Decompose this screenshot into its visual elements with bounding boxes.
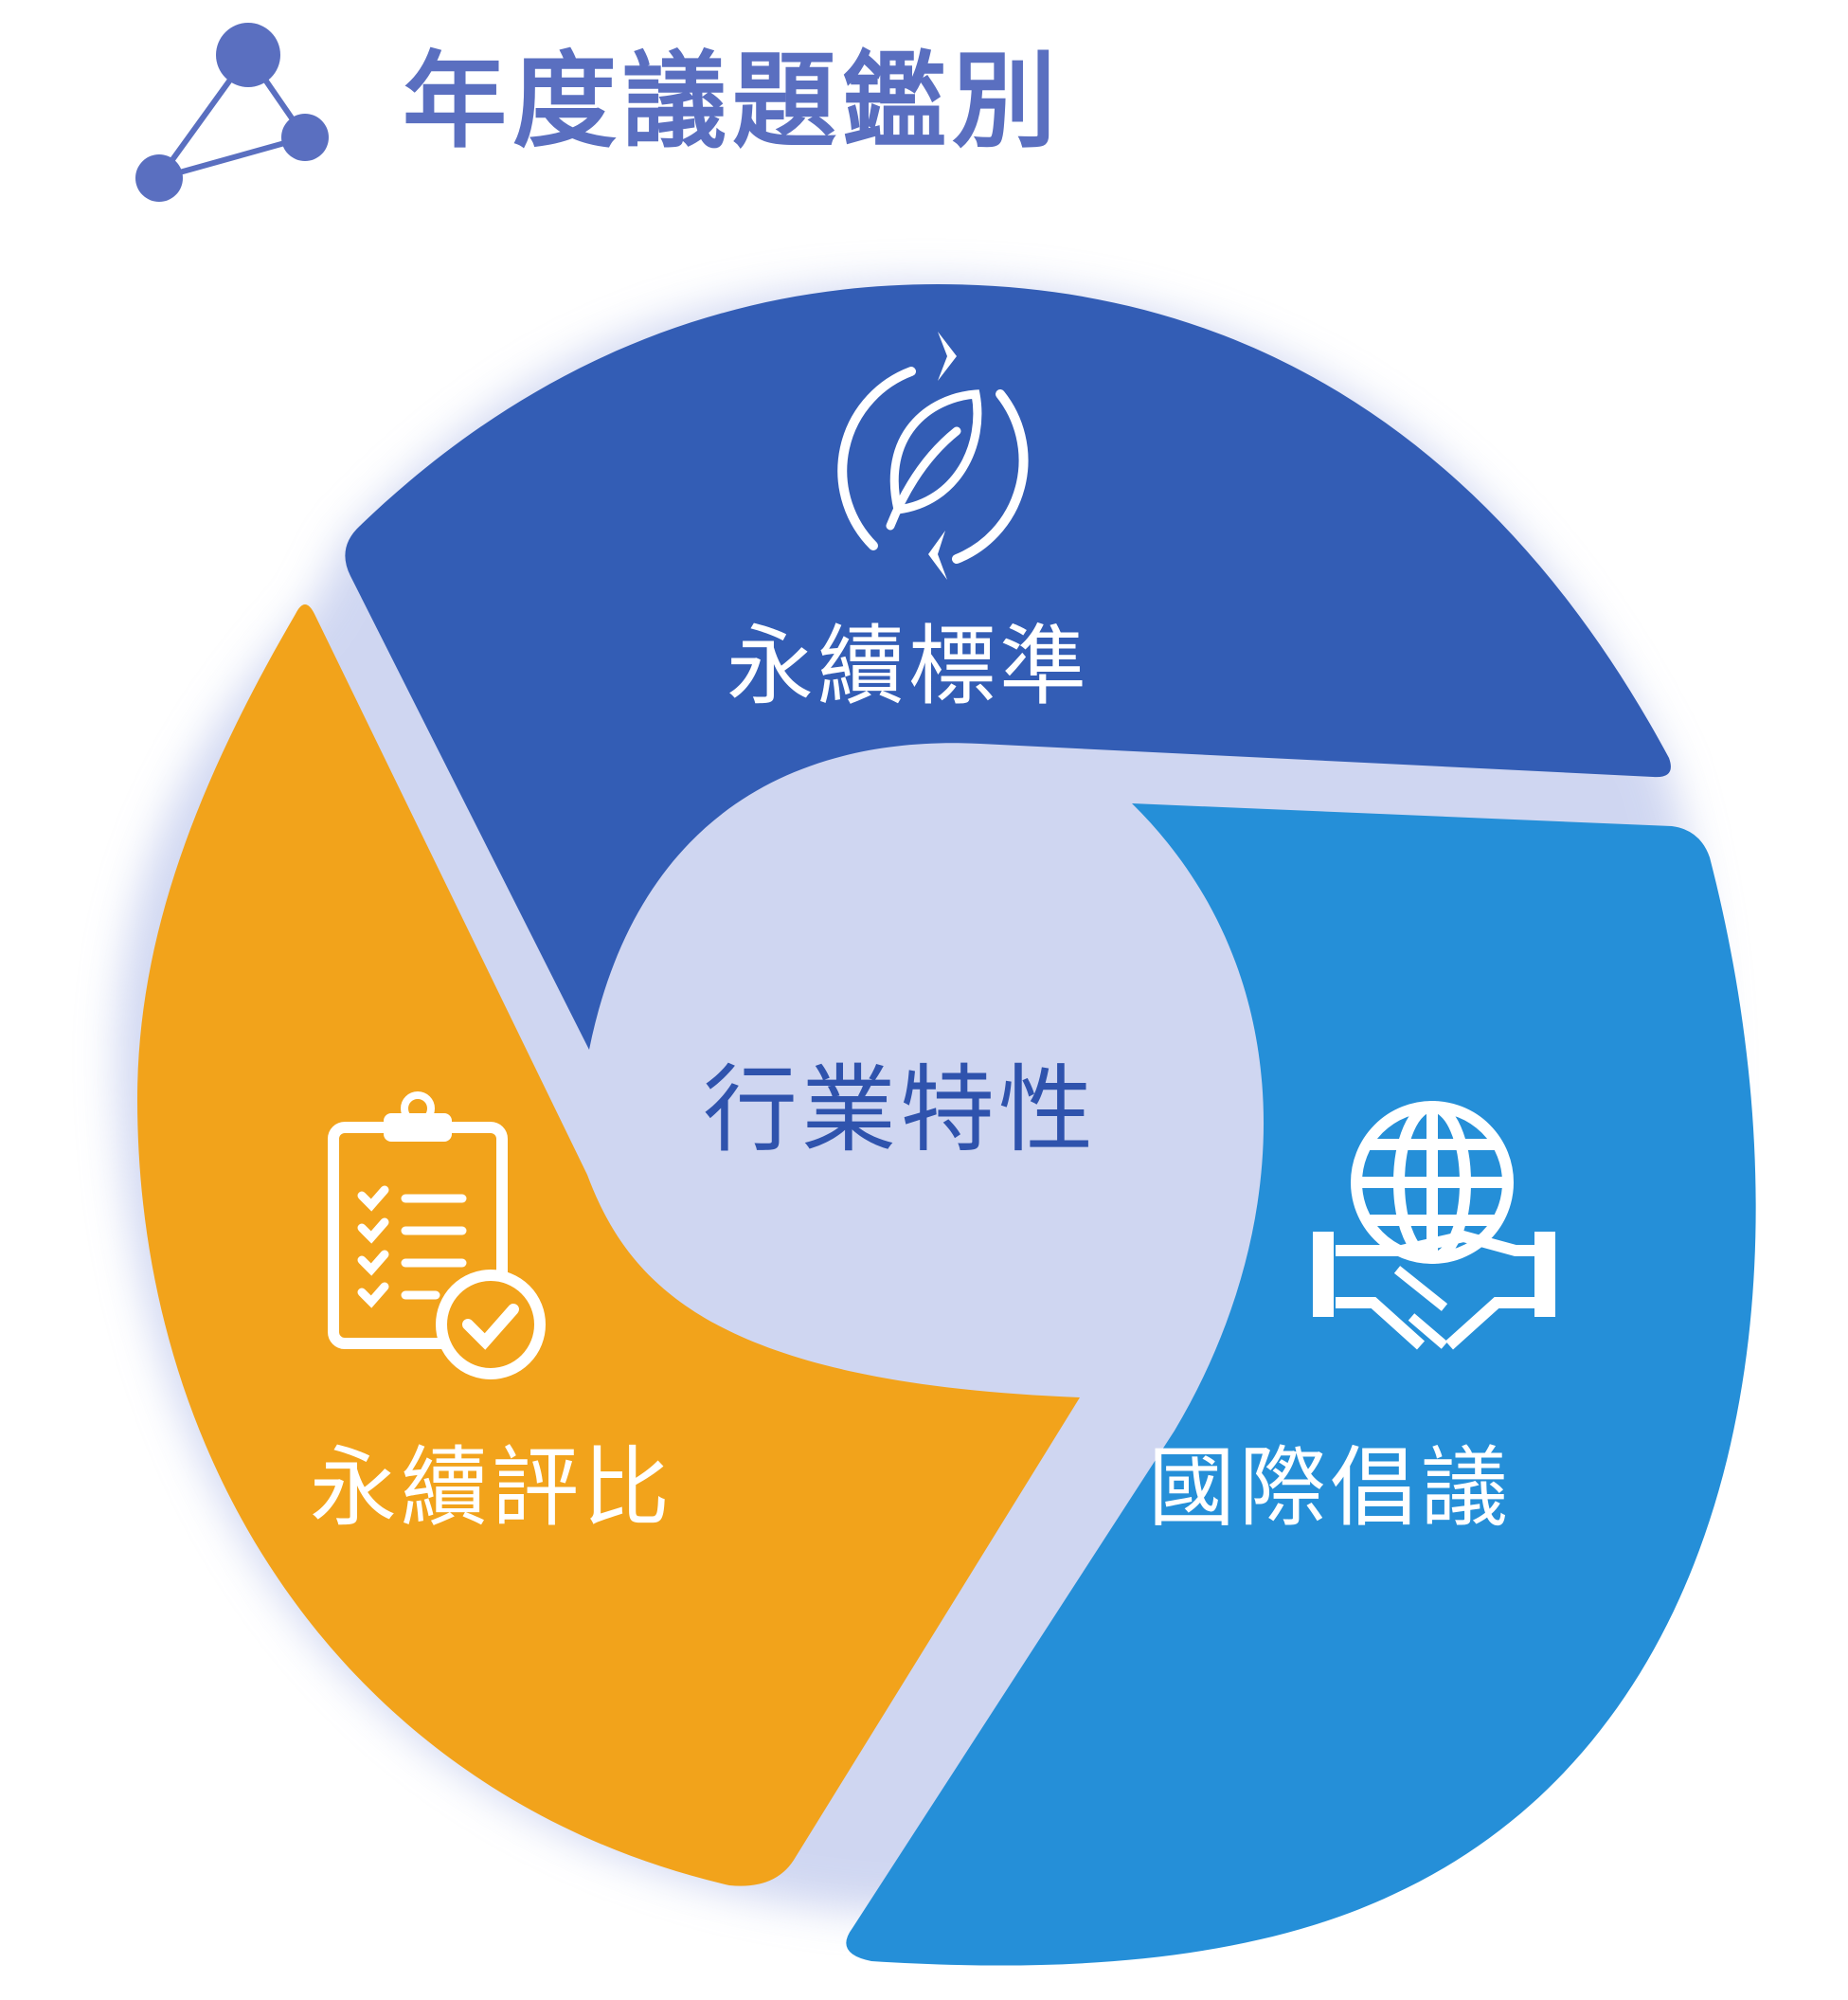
globe-handshake-icon — [1313, 1101, 1555, 1350]
leaf-recycle-icon — [837, 332, 1029, 580]
network-icon — [135, 23, 329, 202]
clipboard-checklist-icon — [328, 1091, 546, 1379]
segment-label-international-initiatives: 國際倡議 — [1148, 1437, 1513, 1539]
segment-label-sustainability-standards: 永續標準 — [727, 616, 1091, 717]
center-label: 行業特性 — [703, 1054, 1097, 1165]
segment-sustainability-standards — [345, 284, 1671, 1050]
segment-sustainability-rating — [137, 604, 1080, 1886]
page-title: 年度議題鑑別 — [403, 41, 1062, 162]
segment-label-sustainability-rating: 永續評比 — [310, 1437, 674, 1539]
segment-international-initiatives — [846, 803, 1756, 1966]
